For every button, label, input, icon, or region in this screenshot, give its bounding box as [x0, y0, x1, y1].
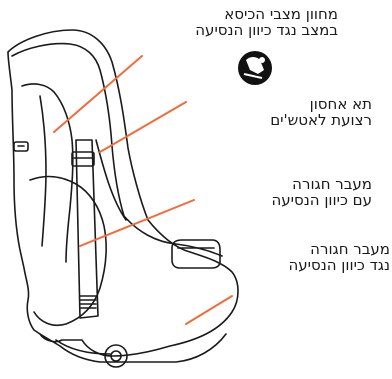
seat-back-inner-edge: [12, 44, 124, 216]
leader-line-recline: [54, 56, 142, 132]
label-belt-forward-line2: עם כיוון הנסיעה: [196, 192, 372, 208]
label-recline-indicator: מחוון מצבי הכיסא במצב נגד כיוון הנסיעה: [128, 6, 338, 38]
label-storage-line1: תא אחסון: [184, 96, 372, 112]
label-belt-rear-line1: מעבר חגורה: [218, 241, 390, 257]
strap-buckle: [72, 152, 94, 166]
label-belt-forward-line1: מעבר חגורה: [196, 176, 372, 192]
label-belt-rear-line2: נגד כיוון הנסיעה: [218, 257, 390, 273]
seat-wing: [22, 84, 73, 262]
label-strap-storage: תא אחסון רצועת לאטש'ים: [184, 96, 372, 128]
label-storage-line2: רצועת לאטש'ים: [184, 112, 372, 128]
label-recline-line1: מחוון מצבי הכיסא: [128, 6, 338, 22]
leader-line-storage: [100, 102, 186, 152]
label-recline-line2: במצב נגד כיוון הנסיעה: [128, 22, 338, 38]
rear-facing-seat-icon: [238, 51, 272, 85]
label-belt-path-rear: מעבר חגורה נגד כיוון הנסיעה: [218, 241, 390, 273]
label-belt-path-forward: מעבר חגורה עם כיוון הנסיעה: [196, 176, 372, 208]
